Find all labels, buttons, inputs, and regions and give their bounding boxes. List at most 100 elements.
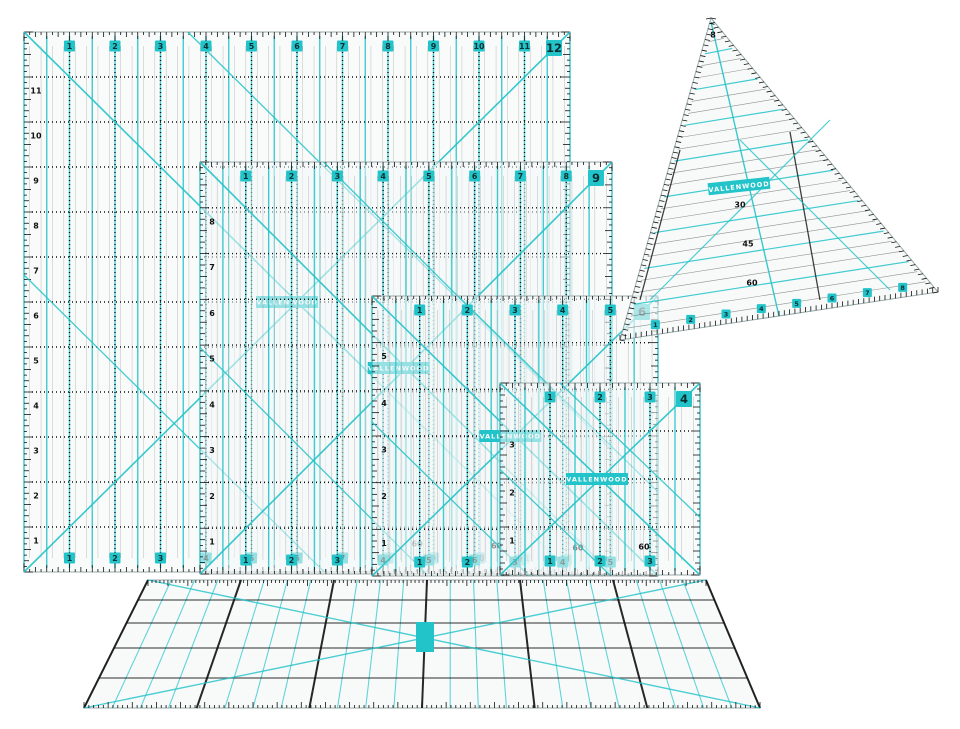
edge-tick xyxy=(669,162,676,165)
edge-tick xyxy=(619,339,626,342)
top-number: 6 xyxy=(294,42,300,51)
top-number-badge xyxy=(461,304,473,316)
edge-tick xyxy=(758,81,765,84)
edge-tick xyxy=(621,334,627,337)
side-number: 5 xyxy=(381,352,387,361)
edge-tick xyxy=(662,189,668,192)
brand-logo-bg xyxy=(566,473,628,485)
triangle-edge-number-badge xyxy=(862,288,872,298)
edge-tick xyxy=(668,167,674,170)
triangle-edge-number-badge xyxy=(686,314,696,324)
size-label: 9 xyxy=(592,171,600,185)
top-number-badge xyxy=(560,170,572,182)
top-number-badge xyxy=(473,40,485,52)
top-number-badge xyxy=(514,170,526,182)
side-number: 3 xyxy=(33,447,39,456)
top-number: 2 xyxy=(112,42,118,51)
triangle-row-line xyxy=(694,78,758,91)
edge-tick xyxy=(691,87,697,90)
brand-logo-bg xyxy=(416,622,434,652)
top-number-badge xyxy=(240,170,252,182)
edge-tick xyxy=(857,200,863,203)
edge-tick xyxy=(645,248,651,251)
edge-tick xyxy=(872,218,878,221)
angle-60-line xyxy=(559,382,701,518)
side-number: 11 xyxy=(30,87,42,96)
edge-tick xyxy=(830,168,836,171)
edge-tick xyxy=(677,135,683,138)
triangle-row-line xyxy=(704,47,733,55)
edge-tick xyxy=(868,213,874,216)
top-number: 5 xyxy=(249,42,255,51)
triangle-top-number: 8 xyxy=(710,31,716,40)
side-number: 2 xyxy=(381,492,387,501)
edge-tick xyxy=(785,113,791,116)
edge-tick xyxy=(713,26,719,29)
top-number: 7 xyxy=(518,172,524,181)
top-number: 10 xyxy=(473,42,485,51)
top-number-badge xyxy=(604,304,616,316)
edge-tick xyxy=(710,17,717,20)
edge-tick xyxy=(789,118,795,120)
angle-60-line xyxy=(499,468,611,576)
bottom-number-badge xyxy=(64,552,75,564)
triangle-edge-number-badge xyxy=(721,309,731,319)
top-number: 5 xyxy=(608,306,614,315)
edge-tick xyxy=(701,49,707,52)
edge-tick xyxy=(849,191,855,193)
flat-inch-line xyxy=(280,579,312,709)
edge-tick xyxy=(705,17,712,20)
triangle-edge-number: 7 xyxy=(865,289,870,297)
top-number-badge xyxy=(337,40,348,52)
flat-inch-line xyxy=(542,579,564,709)
brand-logo: VALLENWOOD xyxy=(566,476,627,484)
edge-tick xyxy=(879,227,886,230)
edge-tick xyxy=(642,259,648,261)
edge-tick xyxy=(864,209,870,212)
edge-tick xyxy=(781,108,787,111)
top-number: 1 xyxy=(547,393,553,402)
bottom-number: 2 xyxy=(465,558,471,567)
edge-tick xyxy=(685,108,691,111)
triangle-edge-number-badge xyxy=(827,293,837,303)
edge-tick xyxy=(665,178,671,181)
top-number-badge xyxy=(286,170,298,182)
edge-tick xyxy=(819,154,825,157)
edge-tick xyxy=(682,119,688,122)
top-number: 4 xyxy=(380,172,386,181)
edge-tick xyxy=(891,241,897,244)
edge-tick xyxy=(717,31,723,34)
edge-tick xyxy=(680,124,686,127)
side-number: 6 xyxy=(33,312,39,321)
edge-tick xyxy=(663,183,670,186)
edge-tick xyxy=(777,104,783,107)
top-number-badge xyxy=(469,170,481,182)
edge-tick xyxy=(770,95,776,98)
edge-tick xyxy=(666,173,673,176)
bottom-number: 3 xyxy=(158,554,164,563)
edge-tick xyxy=(635,285,641,288)
bottom-number-badge xyxy=(414,556,426,568)
top-number-badge xyxy=(64,40,75,52)
side-number: 4 xyxy=(209,400,215,409)
edge-tick xyxy=(876,223,882,225)
edge-tick xyxy=(811,145,818,148)
flat-inch-line xyxy=(589,579,620,709)
edge-tick xyxy=(895,245,901,248)
edge-tick xyxy=(755,76,761,79)
edge-tick xyxy=(815,150,821,152)
bottom-number-badge xyxy=(461,556,473,568)
edge-tick xyxy=(932,291,939,294)
top-number-badge xyxy=(644,391,656,403)
flat-inch-line xyxy=(393,579,405,709)
flat-inch-line xyxy=(705,579,761,709)
edge-tick xyxy=(898,250,905,253)
side-number: 7 xyxy=(33,267,39,276)
top-number: 4 xyxy=(560,306,566,315)
edge-tick xyxy=(630,302,636,304)
top-number-badge xyxy=(594,391,606,403)
triangle-angle-label: 45 xyxy=(742,240,754,249)
triangle-diagonal xyxy=(649,119,831,301)
